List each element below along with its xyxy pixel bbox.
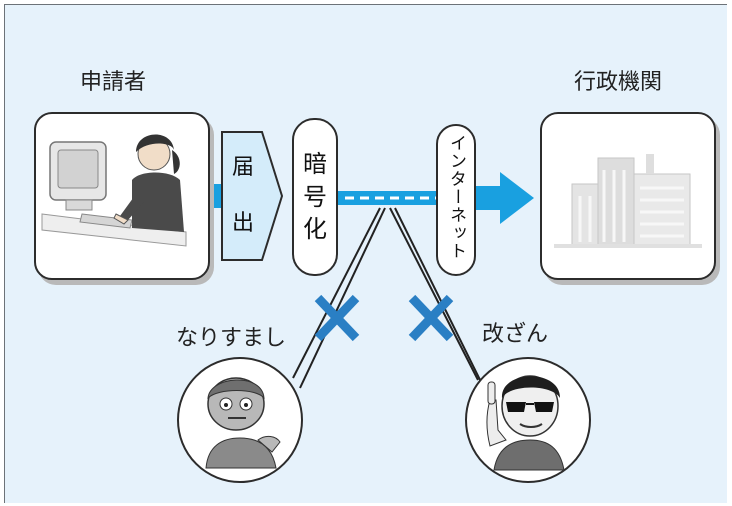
encryption-char-2: 号 (303, 182, 327, 211)
impersonation-label: なりすまし (176, 326, 287, 351)
applicant-card (34, 112, 210, 280)
person-at-computer-icon (41, 134, 187, 247)
attack-lines (292, 207, 487, 393)
x-mark-icon (408, 294, 454, 342)
encryption-char-3: 化 (303, 215, 327, 244)
tampering-label: 改ざん (482, 322, 549, 347)
internet-label: インターネット (446, 134, 466, 260)
x-mark-icon (314, 294, 360, 342)
office-building-icon (554, 154, 702, 248)
agency-label: 行政機関 (574, 70, 663, 95)
notification-text: 届 出 (222, 140, 264, 252)
encryption-box: 暗 号 化 (292, 118, 338, 276)
internet-box (436, 124, 476, 276)
notification-char-2: 出 (231, 211, 254, 236)
applicant-label: 申請者 (80, 70, 147, 95)
notification-char-1: 届 (231, 155, 254, 180)
agency-card (540, 112, 716, 280)
encryption-char-1: 暗 (303, 150, 327, 179)
